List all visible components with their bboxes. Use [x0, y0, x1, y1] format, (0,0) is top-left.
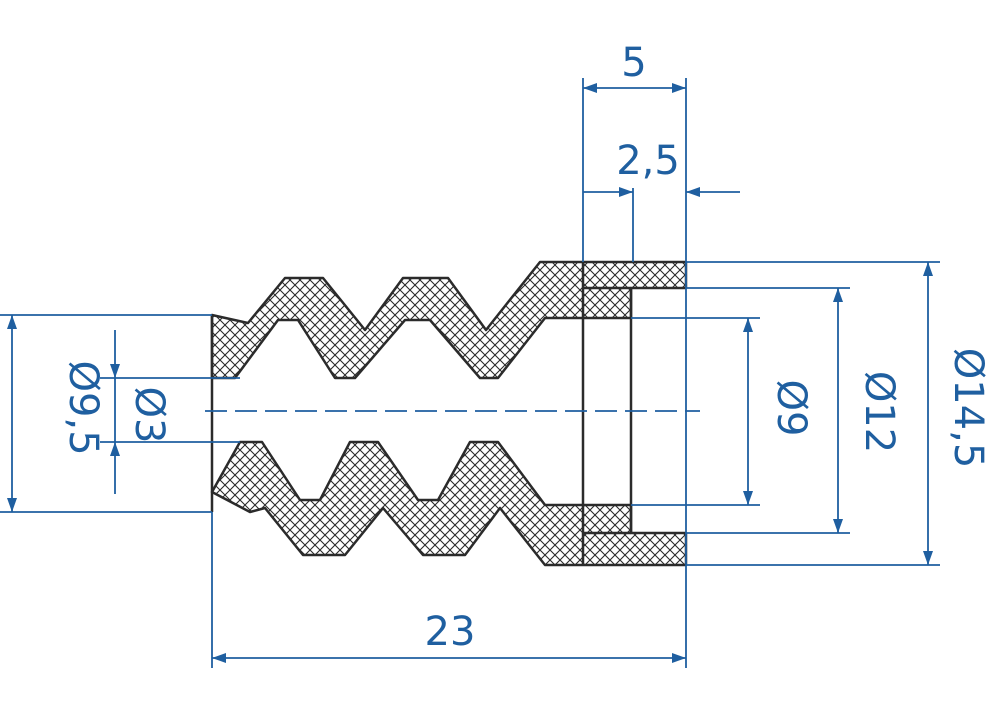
lower-bellows-section	[210, 440, 688, 567]
dim-width-5: 5	[621, 40, 646, 86]
dim-diameter-12: Ø12	[856, 371, 902, 453]
dimension-lines	[0, 78, 940, 668]
dim-diameter-9-5: Ø9,5	[60, 360, 106, 455]
dim-diameter-14-5: Ø14,5	[945, 348, 991, 469]
dim-length-23: 23	[425, 609, 476, 655]
dim-width-2-5: 2,5	[616, 138, 680, 184]
dim-diameter-3: Ø3	[126, 387, 172, 444]
upper-bellows-section	[210, 260, 688, 380]
seal-section	[205, 260, 700, 567]
dim-diameter-9: Ø9	[768, 380, 814, 437]
